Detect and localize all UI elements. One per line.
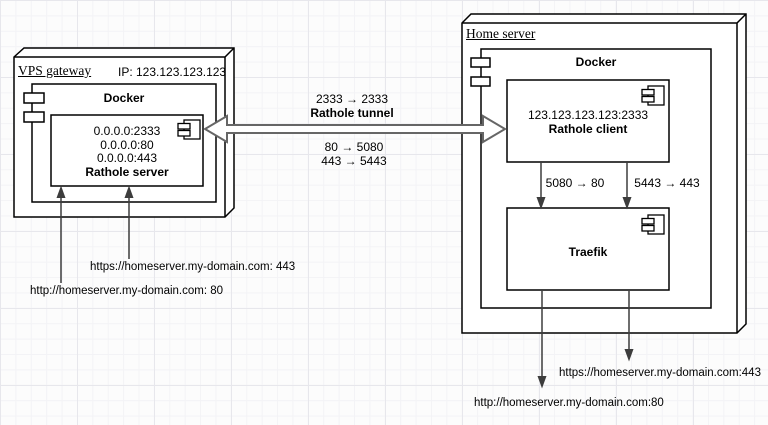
tunnel-top-labels: 2333 → 2333 Rathole tunnel [310,92,393,120]
tunnel-ports-https: 443 → 5443 [321,153,387,168]
docker-right-component-tab-icon [470,57,491,68]
rathole-server-port-2333: 0.0.0.0:2333 [93,124,161,138]
forward-http-label: 5080 → 80 [545,176,605,190]
incoming-http-url: http://homeserver.my-domain.com: 80 [30,285,224,297]
forward-https-arrow [622,162,632,210]
docker-left-component-tab-icon [23,92,45,104]
outgoing-https-url: https://homeserver.my-domain.com:443 [559,367,761,379]
docker-right-component-tab-icon [470,76,491,87]
outgoing-https-arrow [624,291,634,362]
uml-component-icon [641,214,665,235]
tunnel-ports-2333: 2333 → 2333 [315,92,389,106]
forward-http-arrow [536,162,546,210]
forward-https-label: 5443 → 443 [634,176,700,190]
uml-component-icon [177,119,201,140]
tunnel-ports-http: 80 → 5080 [324,140,384,154]
rathole-server-name: Rathole server [85,164,169,179]
home-server-title: Home server [466,26,536,41]
vps-gateway-title: VPS gateway [18,63,92,78]
tunnel-name: Rathole tunnel [310,106,394,120]
home-node-fold-lines [462,13,747,333]
outgoing-http-arrow [537,291,547,389]
docker-left-component-tab-icon [23,111,45,123]
uml-component-icon [641,85,665,106]
rathole-client-text: 123.123.123.123:2333 Rathole client [507,108,669,136]
traefik-label: Traefik [568,245,608,259]
incoming-https-arrow [124,185,134,259]
rathole-server-port-80: 0.0.0.0:80 [100,137,154,152]
incoming-http-arrow [56,185,66,283]
docker-left-label: Docker [103,91,145,105]
incoming-https-url: https://homeserver.my-domain.com: 443 [90,261,296,273]
docker-right-label: Docker [575,55,617,69]
tunnel-bottom-labels: 80 → 5080 443 → 5443 [321,140,387,168]
rathole-client-address: 123.123.123.123:2333 [527,108,649,122]
rathole-client-name: Rathole client [548,121,628,136]
rathole-server-text: 0.0.0.0:2333 0.0.0.0:80 0.0.0.0:443 Rath… [51,124,203,179]
rathole-tunnel-arrow [203,114,507,144]
vps-ip-label: IP: 123.123.123.123 [118,65,227,79]
rathole-server-port-443: 0.0.0.0:443 [96,151,158,165]
outgoing-http-url: http://homeserver.my-domain.com:80 [474,397,664,409]
